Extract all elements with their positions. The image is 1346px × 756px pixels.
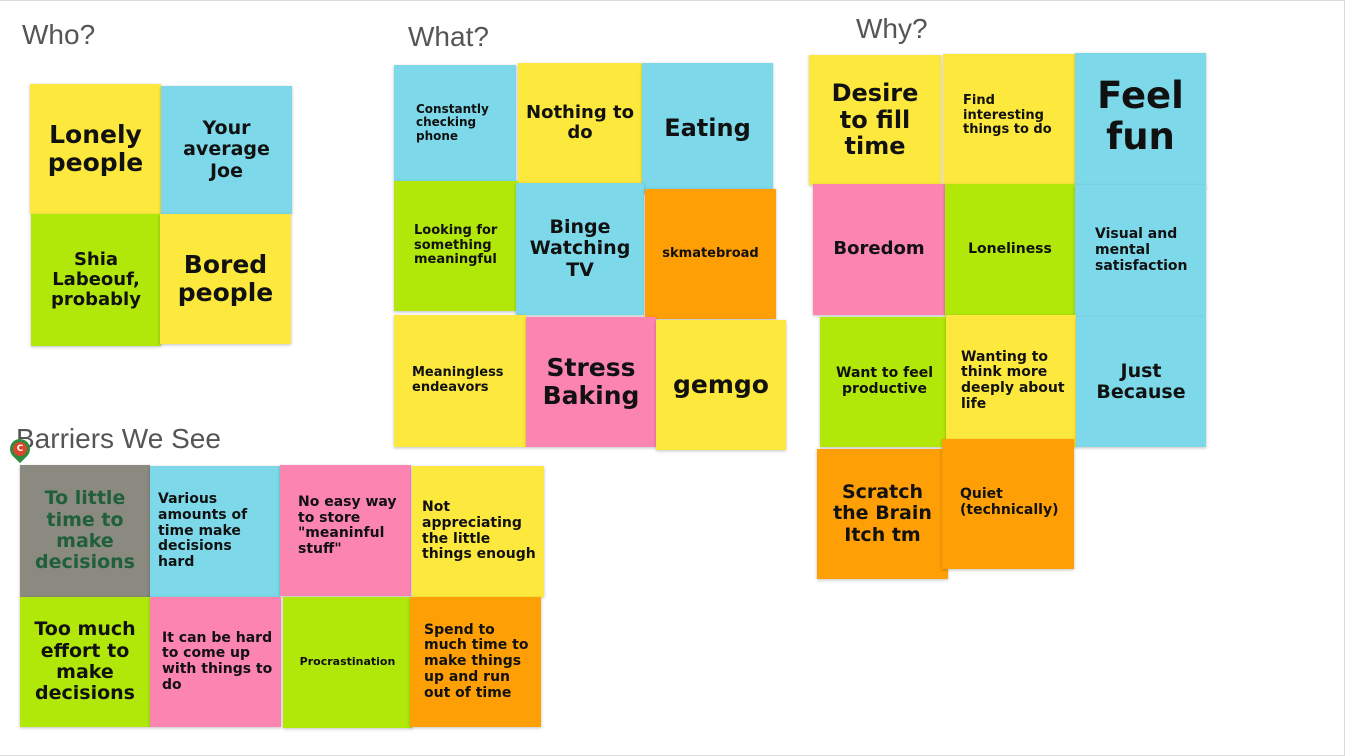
sticky-note[interactable]: Eating <box>642 63 773 193</box>
sticky-note[interactable]: Lonely people <box>30 84 161 214</box>
heading-why: Why? <box>856 13 928 44</box>
sticky-note[interactable]: No easy way to store "meaninful stuff" <box>280 465 411 596</box>
sticky-note[interactable]: Constantly checking phone <box>394 65 516 181</box>
sticky-note[interactable]: gemgo <box>656 320 786 450</box>
sticky-note[interactable]: Desire to fill time <box>809 55 941 185</box>
sticky-note[interactable]: Loneliness <box>945 184 1075 316</box>
heading-what: What? <box>408 21 489 52</box>
sticky-note[interactable]: skmatebroad <box>645 189 776 319</box>
sticky-note[interactable]: Not appreciating the little things enoug… <box>412 466 544 597</box>
sticky-note[interactable]: Feel fun <box>1075 53 1206 188</box>
sticky-note[interactable]: Just Because <box>1076 317 1206 447</box>
sticky-note[interactable]: It can be hard to come up with things to… <box>150 597 281 727</box>
sticky-note[interactable]: Nothing to do <box>518 63 642 183</box>
sticky-note[interactable]: To little time to make decisions <box>20 465 150 597</box>
sticky-note[interactable]: Find interesting things to do <box>943 54 1075 184</box>
sticky-note[interactable]: Wanting to think more deeply about life <box>946 315 1076 447</box>
sticky-note[interactable]: Various amounts of time make decisions h… <box>150 466 280 597</box>
sticky-note[interactable]: Spend to much time to make things up and… <box>410 597 541 727</box>
sticky-note[interactable]: Too much effort to make decisions <box>20 597 150 727</box>
sticky-note[interactable]: Meaningless endeavors <box>394 315 526 447</box>
heading-who: Who? <box>22 19 96 50</box>
avatar: C <box>13 442 27 456</box>
sticky-note[interactable]: Your average Joe <box>161 86 292 214</box>
sticky-note[interactable]: Procrastination <box>283 597 412 728</box>
sticky-note[interactable]: Scratch the Brain Itch tm <box>817 449 948 579</box>
heading-barriers: Barriers We See <box>16 423 221 454</box>
sticky-note[interactable]: Stress Baking <box>526 317 656 447</box>
sticky-note[interactable]: Want to feel productive <box>820 317 949 447</box>
sticky-note[interactable]: Bored people <box>160 214 291 344</box>
sticky-note[interactable]: Quiet (technically) <box>942 439 1074 569</box>
sticky-note[interactable]: Shia Labeouf, probably <box>31 214 161 346</box>
sticky-note[interactable]: Looking for something meaningful <box>394 181 518 311</box>
sticky-note[interactable]: Visual and mental satisfaction <box>1075 185 1206 317</box>
sticky-note[interactable]: Binge Watching TV <box>516 183 644 315</box>
sticky-note[interactable]: Boredom <box>813 184 945 315</box>
